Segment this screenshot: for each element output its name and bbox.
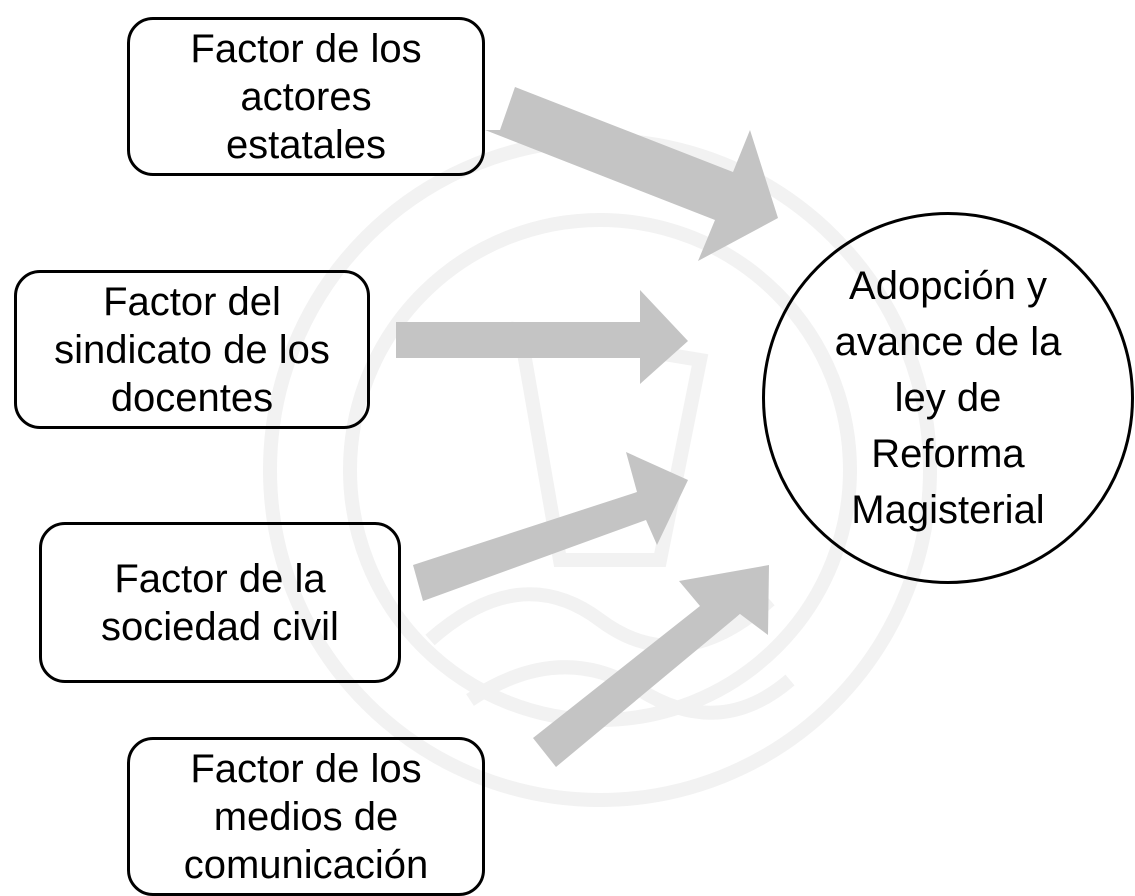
factor-line: actores — [240, 74, 372, 119]
arrow-1 — [485, 87, 778, 261]
arrow-4 — [533, 565, 769, 767]
factor-box-media: Factor de los medios de comunicación — [127, 737, 485, 896]
factor-line: sindicato de los — [54, 327, 330, 372]
outcome-line: avance de la — [834, 320, 1062, 364]
outcome-line: Reforma — [871, 432, 1025, 476]
factor-line: estatales — [225, 122, 387, 167]
factor-line: comunicación — [183, 842, 429, 887]
factor-line: Factor de la — [114, 556, 326, 601]
factor-box-teachers-union: Factor del sindicato de los docentes — [14, 270, 370, 429]
arrow-3 — [413, 452, 688, 601]
factor-line: sociedad civil — [101, 604, 339, 649]
factor-box-state-actors: Factor de los actores estatales — [127, 17, 485, 176]
outcome-line: Magisterial — [851, 488, 1045, 532]
arrow-2 — [396, 290, 688, 384]
outcome-circle: Adopción y avance de la ley de Reforma M… — [762, 212, 1134, 584]
factor-line: Factor de los — [190, 746, 422, 791]
factor-line: Factor de los — [190, 26, 422, 71]
outcome-line: Adopción y — [849, 264, 1047, 308]
factor-line: Factor del — [103, 279, 281, 324]
factor-box-civil-society: Factor de la sociedad civil — [39, 522, 401, 683]
factor-line: medios de — [213, 794, 399, 839]
outcome-line: ley de — [894, 376, 1002, 420]
factor-line: docentes — [110, 375, 274, 420]
